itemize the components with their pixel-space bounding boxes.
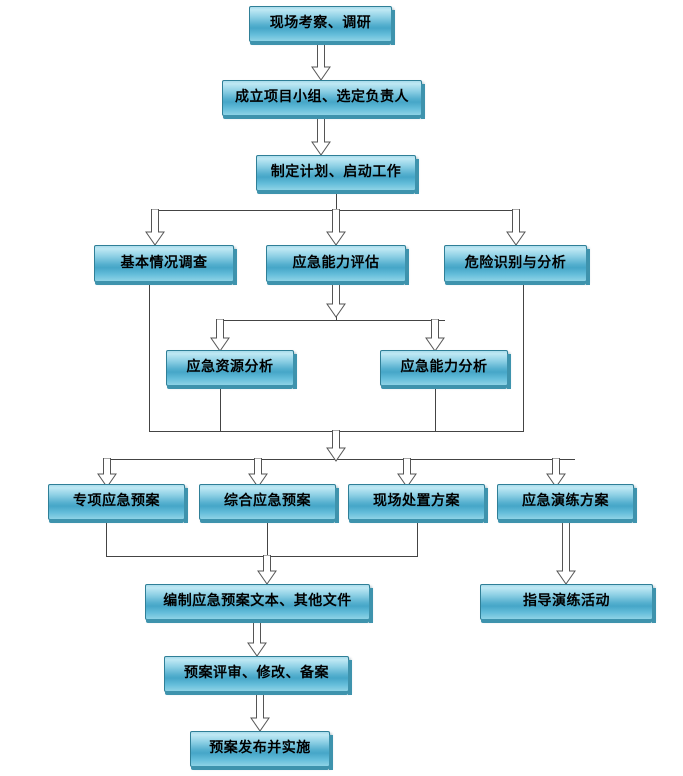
arrow-bus-to-n6 (506, 209, 526, 246)
flow-node-emergency-drill-plan[interactable]: 应急演练方案 (497, 484, 637, 523)
connector-n3-stub (336, 191, 337, 210)
flow-node-guide-drill-activities[interactable]: 指导演练活动 (480, 584, 656, 623)
arrow-n12-to-n14 (556, 520, 576, 585)
flow-node-compile-plan-documents[interactable]: 编制应急预案文本、其他文件 (145, 584, 373, 623)
flow-node-make-plan-start-work[interactable]: 制定计划、启动工作 (256, 155, 419, 194)
flow-node-plan-review-revise-file[interactable]: 预案评审、修改、备案 (164, 656, 352, 695)
flow-node-special-emergency-plan[interactable]: 专项应急预案 (48, 484, 188, 523)
connector-n10-down (267, 520, 268, 557)
flow-node-emergency-resource-analysis[interactable]: 应急资源分析 (166, 350, 297, 389)
connector-n11-down (417, 520, 418, 557)
flow-node-comprehensive-emergency-plan[interactable]: 综合应急预案 (199, 484, 339, 523)
arrow-n15-to-n16 (250, 692, 270, 732)
flow-node-emergency-capability-analysis[interactable]: 应急能力分析 (380, 350, 511, 389)
arrow-bus3-to-n9 (97, 458, 117, 488)
flow-node-form-project-team[interactable]: 成立项目小组、选定负责人 (222, 80, 425, 119)
arrow-collector-b-to-n13 (257, 555, 277, 585)
connector-n4-down (149, 282, 150, 432)
arrow-bus-to-n4 (145, 209, 165, 246)
connector-n7-down (220, 386, 221, 432)
distributor-bus-bottom (107, 459, 575, 460)
arrow-bus2-to-n7 (210, 319, 230, 352)
flow-node-onsite-disposal-plan[interactable]: 现场处置方案 (348, 484, 488, 523)
arrow-n1-to-n2 (311, 42, 331, 81)
arrow-n2-to-n3 (311, 116, 331, 156)
flow-node-emergency-capability-assessment[interactable]: 应急能力评估 (266, 245, 409, 285)
collector-bus-b (106, 556, 418, 557)
connector-n8-down (435, 386, 436, 432)
arrow-bus3-to-n11 (397, 458, 417, 488)
connector-n9-down (106, 520, 107, 557)
flow-node-plan-release-implement[interactable]: 预案发布并实施 (190, 731, 333, 770)
arrow-n13-to-n15 (247, 620, 267, 657)
flow-node-hazard-identification-analysis[interactable]: 危险识别与分析 (444, 245, 590, 285)
connector-n6-down (523, 282, 524, 432)
arrow-n5-to-bus2 (326, 282, 346, 318)
flow-node-site-survey[interactable]: 现场考察、调研 (249, 6, 395, 45)
flow-node-basic-situation-survey[interactable]: 基本情况调查 (94, 245, 237, 285)
arrow-bus3-to-n12 (546, 458, 566, 488)
arrow-bus3-to-n10 (248, 458, 268, 488)
arrow-bus2-to-n8 (425, 319, 445, 352)
arrow-collector-a-down (326, 430, 346, 462)
arrow-bus-to-n5 (326, 209, 346, 246)
distributor-bus-mid (220, 320, 445, 321)
connector-bus2-center-stub (336, 314, 337, 321)
